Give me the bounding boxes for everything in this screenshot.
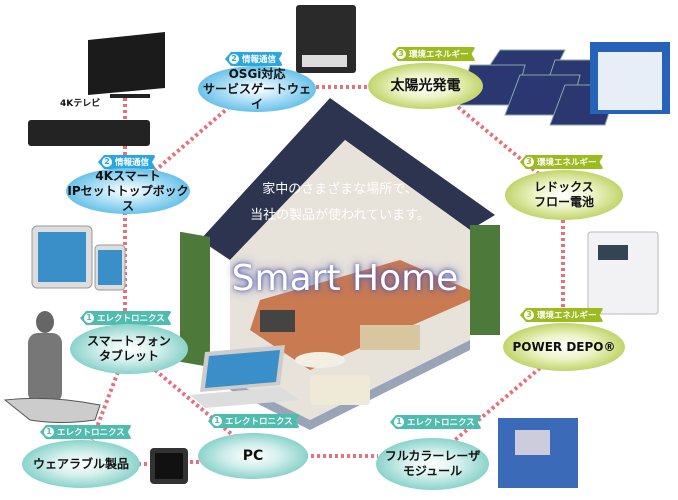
tv-image (88, 32, 165, 98)
node-redox-flow-battery: レドックスフロー電池 (505, 170, 623, 220)
router-image (296, 5, 356, 73)
node-pc: PC (198, 433, 308, 479)
tv-label: 4Kテレビ (60, 99, 101, 109)
smart-glasses-image (3, 397, 101, 423)
tablet-image (31, 225, 126, 291)
node-power-depo: POWER DEPO® (503, 323, 625, 371)
laptop-image (190, 345, 300, 408)
person-silhouette-image (28, 311, 62, 403)
green-wall (470, 225, 500, 335)
power-depo-image (587, 231, 659, 315)
smart-home-title: Smart Home (231, 258, 459, 299)
node-laser-module: フルカラーレーザモジュール (376, 438, 489, 490)
node-smartphone-tablet: スマートフォンタブレット (70, 324, 188, 374)
battery-image (590, 42, 670, 114)
laser-module-image (498, 418, 578, 488)
tv-in-house (260, 310, 295, 332)
house-illustration (180, 98, 500, 430)
node-osgi-gateway: OSGi対応サービスゲートウェイ (198, 66, 316, 112)
headline-line-2: 当社の製品が使われています。 (250, 208, 430, 223)
set-top-box-image (28, 120, 150, 146)
headline-line-1: 家中のさまざまな場所で、 (262, 182, 418, 197)
green-wall (180, 231, 210, 368)
node-solar: 太陽光発電 (368, 63, 483, 109)
smartwatch-image (150, 448, 188, 484)
node-wearable: ウェアラブル製品 (22, 440, 140, 488)
